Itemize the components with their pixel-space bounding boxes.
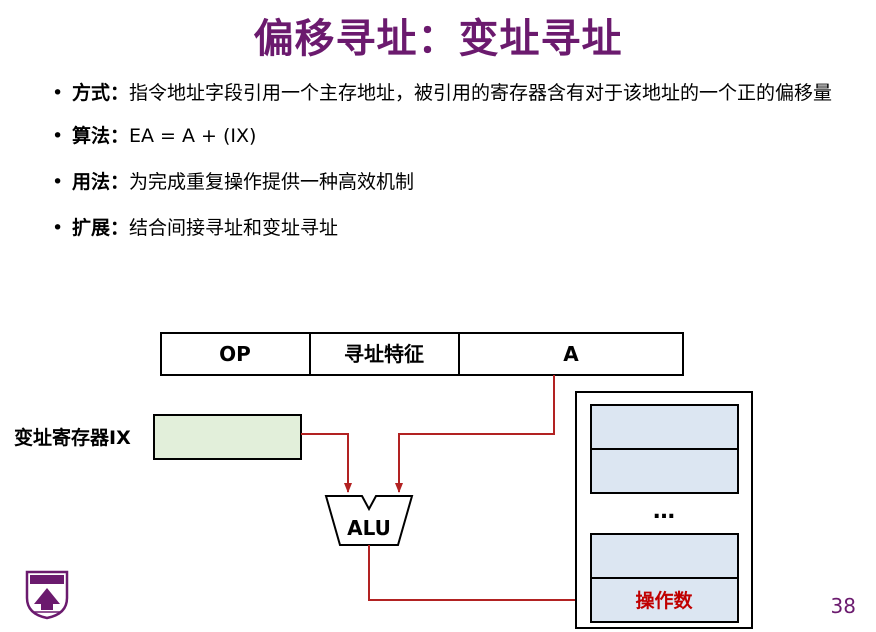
bullet-text: 为完成重复操作提供一种高效机制 [129, 171, 415, 193]
bullet-list: 方式：指令地址字段引用一个主存地址，被引用的寄存器含有对于该地址的一个正的偏移量… [50, 78, 870, 259]
memory-ellipsis: … [653, 499, 675, 524]
operand-label: 操作数 [635, 589, 693, 612]
field-op: OP [219, 342, 251, 366]
slide-title: 偏移寻址：变址寻址 [253, 16, 623, 62]
instruction-box [160, 332, 684, 376]
bullet-label: 方式： [72, 82, 130, 104]
field-addressing-mode: 寻址特征 [344, 342, 424, 366]
operand-cell [590, 577, 739, 623]
index-register-box [153, 414, 302, 460]
bullet-item: 用法：为完成重复操作提供一种高效机制 [50, 167, 870, 198]
field-a: A [563, 342, 579, 366]
alu-label: ALU [347, 516, 391, 540]
bullet-item: 扩展：结合间接寻址和变址寻址 [50, 213, 870, 244]
bullet-label: 扩展： [72, 217, 130, 239]
main-memory: … 操作数 [575, 391, 753, 629]
alu-shape [324, 495, 414, 546]
bullet-label: 算法： [72, 125, 130, 147]
address-to-alu-arrow [395, 375, 555, 493]
register-to-alu-arrow [301, 433, 352, 493]
instruction-format: OP 寻址特征 A [160, 332, 684, 376]
page-number: 38 [830, 594, 856, 618]
bullet-text: EA = A + (IX) [129, 125, 257, 147]
university-logo [25, 570, 69, 620]
bullet-label: 用法： [72, 171, 130, 193]
alu: ALU [324, 495, 414, 546]
bullet-item: 算法：EA = A + (IX) [50, 121, 870, 152]
memory-cell [590, 404, 739, 450]
index-register-label: 变址寄存器IX [14, 426, 131, 449]
bullet-text: 结合间接寻址和变址寻址 [129, 217, 339, 239]
memory-cell [590, 448, 739, 494]
alu-to-operand-arrow [368, 545, 589, 604]
memory-cell [590, 533, 739, 579]
bullet-text: 指令地址字段引用一个主存地址，被引用的寄存器含有对于该地址的一个正的偏移量 [129, 82, 833, 104]
bullet-item: 方式：指令地址字段引用一个主存地址，被引用的寄存器含有对于该地址的一个正的偏移量 [50, 78, 870, 109]
